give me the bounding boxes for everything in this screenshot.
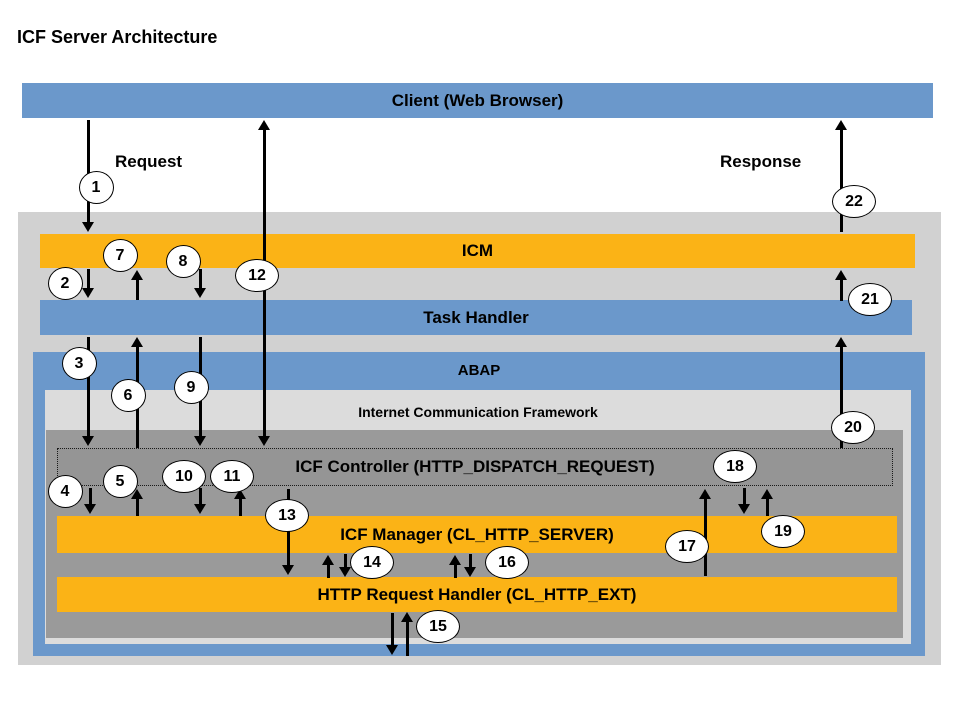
flow-arrow-down — [737, 488, 751, 514]
flow-arrow-down — [193, 269, 207, 298]
response-label: Response — [720, 152, 802, 171]
layer-client: Client (Web Browser) — [22, 83, 933, 118]
step-marker-6: 6 — [110, 379, 146, 412]
step-marker-17: 17 — [665, 530, 709, 563]
step-marker-22: 22 — [832, 185, 876, 218]
layer-icf-manager-label: ICF Manager (CL_HTTP_SERVER) — [340, 524, 614, 544]
step-marker-16: 16 — [485, 546, 529, 579]
arrowhead-up-icon — [257, 120, 270, 130]
step-marker-2: 2 — [47, 267, 83, 300]
flow-arrow-down — [385, 613, 399, 655]
step-marker-20: 20 — [831, 411, 875, 444]
arrowhead-up-icon — [834, 120, 847, 130]
step-marker-13: 13 — [265, 499, 309, 532]
icf-framework-label: Internet Communication Framework — [358, 404, 598, 420]
step-marker-18: 18 — [713, 450, 757, 483]
arrowhead-down-icon — [81, 288, 94, 298]
abap-label: ABAP — [457, 362, 501, 379]
arrowhead-down-icon — [281, 565, 294, 575]
step-marker-10: 10 — [162, 460, 206, 493]
layer-icf-controller-label: ICF Controller (HTTP_DISPATCH_REQUEST) — [295, 457, 655, 476]
arrowhead-down-icon — [338, 567, 351, 577]
step-marker-1: 1 — [78, 171, 114, 204]
request-label: Request — [115, 152, 183, 171]
step-marker-3: 3 — [61, 347, 97, 380]
flow-arrow-up — [130, 270, 144, 300]
arrowhead-down-icon — [81, 436, 94, 446]
arrowhead-down-icon — [737, 504, 750, 514]
arrowhead-up-icon — [400, 612, 413, 622]
arrowhead-down-icon — [463, 567, 476, 577]
layer-http-request-handler-label: HTTP Request Handler (CL_HTTP_EXT) — [317, 584, 637, 604]
step-marker-14: 14 — [350, 546, 394, 579]
flow-arrow-up — [233, 489, 247, 516]
flow-arrow-down — [463, 554, 477, 577]
flow-arrow-up — [448, 555, 462, 578]
arrowhead-down-icon — [193, 504, 206, 514]
arrowhead-down-icon — [83, 504, 96, 514]
step-marker-15: 15 — [416, 610, 460, 643]
arrowhead-up-icon — [834, 270, 847, 280]
arrowhead-up-icon — [760, 489, 773, 499]
step-marker-7: 7 — [102, 239, 138, 272]
layer-icf-manager: ICF Manager (CL_HTTP_SERVER) — [57, 516, 897, 553]
step-marker-5: 5 — [102, 465, 138, 498]
flow-arrow-down — [338, 554, 352, 577]
layer-client-label: Client (Web Browser) — [391, 90, 564, 110]
step-marker-9: 9 — [173, 371, 209, 404]
flow-arrow-down — [81, 337, 95, 446]
layer-task-handler-label: Task Handler — [423, 307, 529, 327]
page-title: ICF Server Architecture — [17, 27, 218, 47]
step-marker-4: 4 — [47, 475, 83, 508]
arrowhead-up-icon — [698, 489, 711, 499]
step-marker-8: 8 — [165, 245, 201, 278]
layer-task-handler: Task Handler — [40, 300, 912, 335]
arrowhead-down-icon — [385, 645, 398, 655]
arrowhead-down-icon — [193, 436, 206, 446]
arrowhead-down-icon — [81, 222, 94, 232]
flow-arrow-down — [81, 269, 95, 298]
arrowhead-up-icon — [321, 555, 334, 565]
arrowhead-up-icon — [130, 489, 143, 499]
flow-arrow-up — [400, 612, 414, 656]
layer-http-request-handler: HTTP Request Handler (CL_HTTP_EXT) — [57, 577, 897, 612]
step-marker-21: 21 — [848, 283, 892, 316]
flow-arrow-up — [834, 337, 848, 448]
step-marker-11: 11 — [210, 460, 254, 493]
arrowhead-up-icon — [233, 489, 246, 499]
step-marker-19: 19 — [761, 515, 805, 548]
step-marker-12: 12 — [235, 259, 279, 292]
flow-arrow-down — [83, 488, 97, 514]
layer-icm-label: ICM — [461, 241, 494, 260]
arrowhead-up-icon — [834, 337, 847, 347]
arrowhead-up-icon — [130, 337, 143, 347]
arrowhead-up-icon — [130, 270, 143, 280]
flow-arrow-up — [834, 120, 848, 232]
arrowhead-up-icon — [448, 555, 461, 565]
flow-arrow-up — [130, 489, 144, 516]
flow-arrow-up — [760, 489, 774, 516]
flow-arrow-up — [321, 555, 335, 578]
flow-arrow-down — [193, 488, 207, 514]
arrowhead-down-icon — [193, 288, 206, 298]
flow-arrow-up — [834, 270, 848, 301]
arrowhead-down-icon — [257, 436, 270, 446]
